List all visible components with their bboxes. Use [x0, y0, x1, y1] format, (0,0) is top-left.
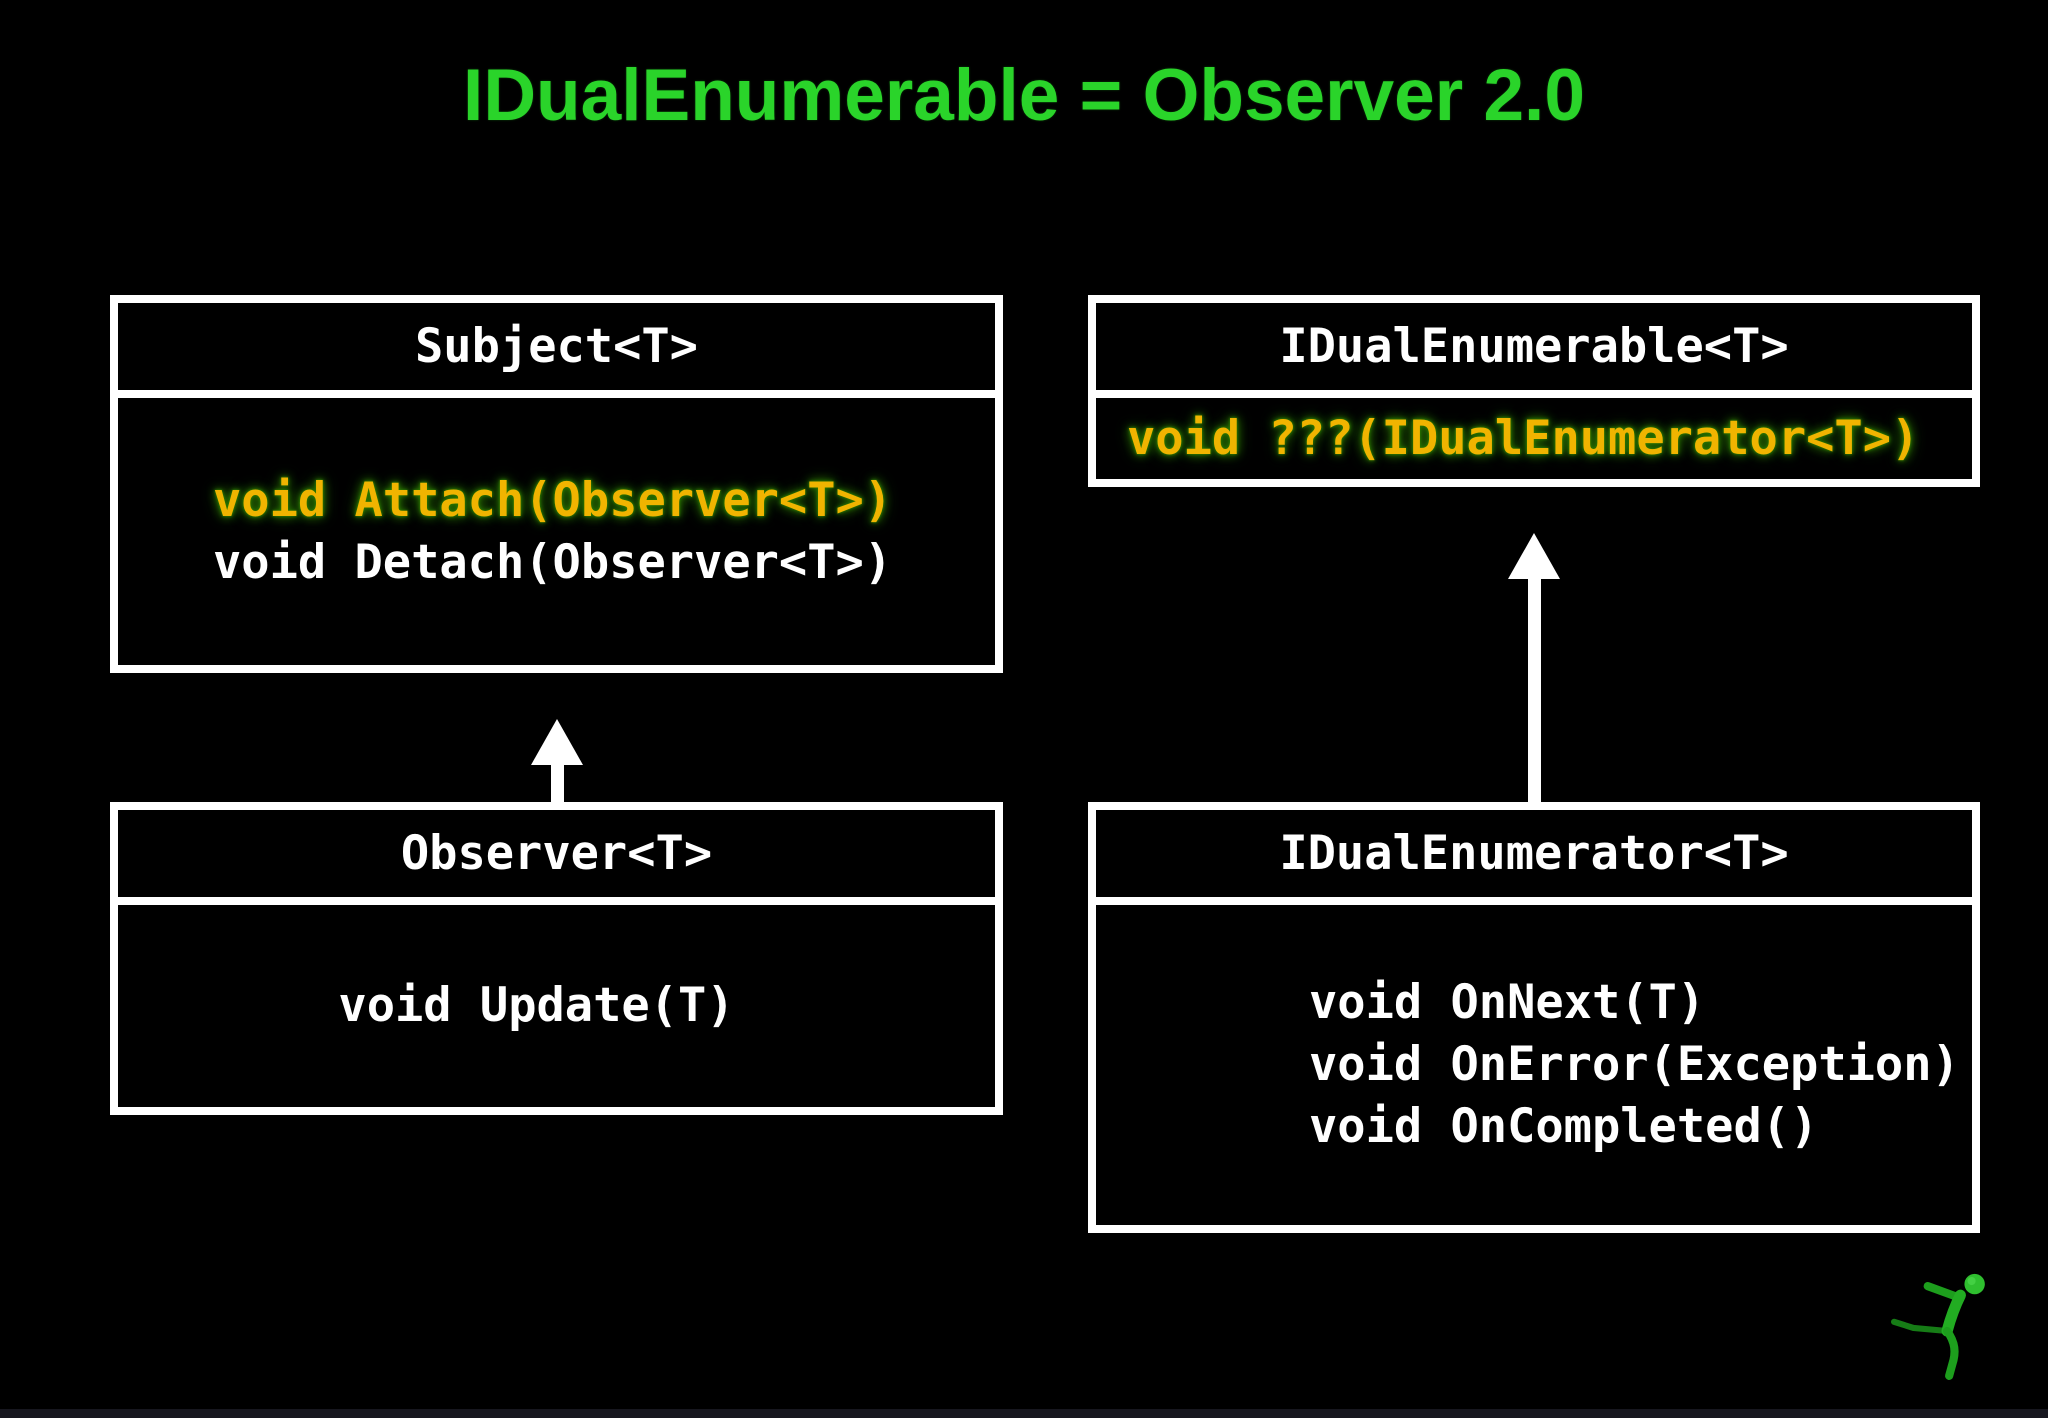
class-name-idualenumerator: IDualEnumerator<T>: [1279, 826, 1789, 881]
member-oncompleted: void OnCompleted(): [1309, 1099, 1819, 1154]
member-onerror: void OnError(Exception): [1309, 1037, 1960, 1092]
class-members-idualenumerator: void OnNext(T) void OnError(Exception) v…: [1096, 905, 1972, 1225]
member-detach: void Detach(Observer<T>): [213, 534, 893, 590]
class-name-observer: Observer<T>: [400, 826, 713, 881]
arrow-head-icon: [1508, 487, 1560, 579]
class-name-subject: Subject<T>: [415, 319, 698, 374]
class-header-idualenumerator: IDualEnumerator<T>: [1096, 810, 1972, 905]
class-name-idualenumerable: IDualEnumerable<T>: [1279, 319, 1789, 374]
member-subscribe-unknown: void ???(IDualEnumerator<T>): [1127, 410, 1920, 466]
inheritance-arrow-enumerator-to-enumerable: [1508, 487, 1560, 803]
class-header-observer: Observer<T>: [118, 810, 995, 905]
member-update: void Update(T): [338, 978, 735, 1033]
class-header-subject: Subject<T>: [118, 303, 995, 398]
member-attach: void Attach(Observer<T>): [213, 472, 893, 528]
slide-title: IDualEnumerable = Observer 2.0: [463, 55, 1585, 136]
inheritance-arrow-observer-to-subject: [531, 673, 583, 803]
class-members-subject: void Attach(Observer<T>) void Detach(Obs…: [118, 398, 995, 665]
arrow-shaft: [1527, 579, 1541, 803]
member-onnext: void OnNext(T): [1309, 975, 1706, 1030]
class-box-idualenumerator: IDualEnumerator<T> void OnNext(T) void O…: [1088, 802, 1980, 1233]
class-members-observer: void Update(T): [118, 905, 995, 1107]
running-man-icon: [1891, 1270, 1993, 1392]
class-box-idualenumerable: IDualEnumerable<T> void ???(IDualEnumera…: [1088, 295, 1980, 487]
class-header-idualenumerable: IDualEnumerable<T>: [1096, 303, 1972, 398]
bottom-edge-strip: [0, 1409, 2048, 1418]
class-box-subject: Subject<T> void Attach(Observer<T>) void…: [110, 295, 1003, 673]
class-box-observer: Observer<T> void Update(T): [110, 802, 1003, 1115]
arrow-shaft: [550, 765, 564, 803]
arrow-head-icon: [531, 673, 583, 765]
class-members-idualenumerable: void ???(IDualEnumerator<T>): [1096, 398, 1972, 479]
